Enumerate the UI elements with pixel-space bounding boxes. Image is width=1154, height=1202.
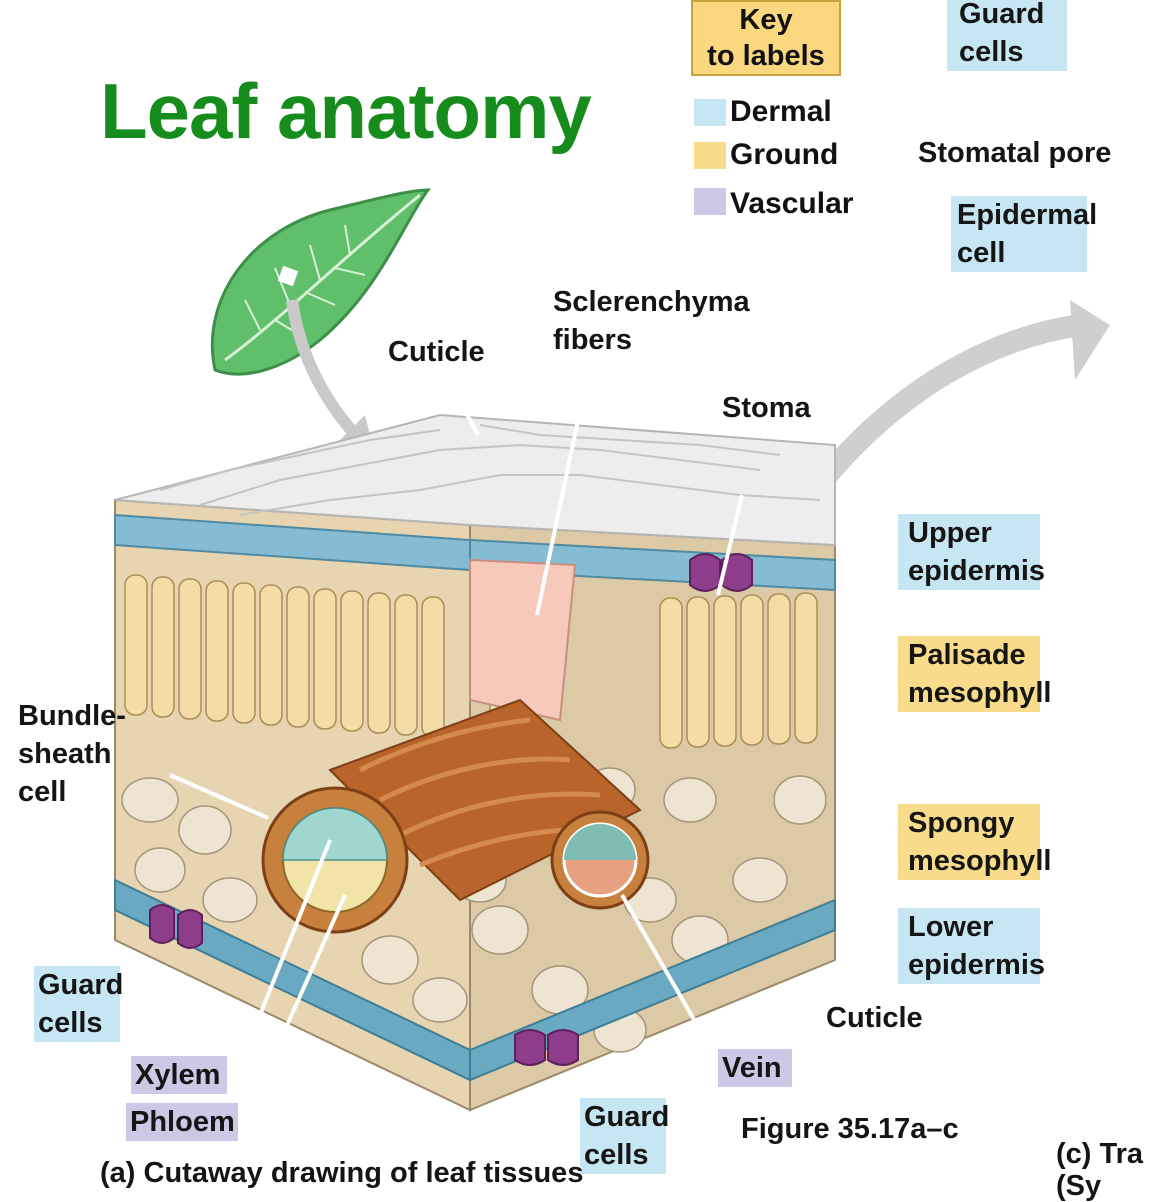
label-upper-epidermis: Upper epidermis <box>898 514 1040 590</box>
label-spongy-mesophyll: Spongy mesophyll <box>898 804 1040 880</box>
label-guard-cells-bottom: Guard cells <box>580 1098 666 1174</box>
label-sclerenchyma-fibers: Sclerenchyma fibers <box>553 283 750 359</box>
label-vein: Vein <box>718 1049 792 1087</box>
caption: (a) Cutaway drawing of leaf tissues <box>100 1154 583 1192</box>
label-cuticle-bottom: Cuticle <box>826 999 923 1037</box>
label-bundle-sheath-cell: Bundle- sheath cell <box>18 697 126 811</box>
arrow-right <box>800 325 1080 510</box>
label-stoma: Stoma <box>722 389 811 427</box>
label-phloem: Phloem <box>126 1103 238 1141</box>
label-xylem: Xylem <box>131 1056 227 1094</box>
label-figure-ref: Figure 35.17a–c <box>741 1110 959 1148</box>
label-lower-epidermis: Lower epidermis <box>898 908 1040 984</box>
label-stomatal-pore: Stomatal pore <box>918 134 1111 172</box>
label-epidermal-cell: Epidermal cell <box>951 196 1087 272</box>
caption-c: (c) Tra (Sy <box>1056 1138 1154 1202</box>
label-cuticle-top: Cuticle <box>388 333 485 371</box>
label-palisade-mesophyll: Palisade mesophyll <box>898 636 1040 712</box>
sclerenchyma-region <box>470 560 575 720</box>
label-guard-cells-left: Guard cells <box>34 966 120 1042</box>
label-guard-cells-top: Guard cells <box>947 0 1067 71</box>
